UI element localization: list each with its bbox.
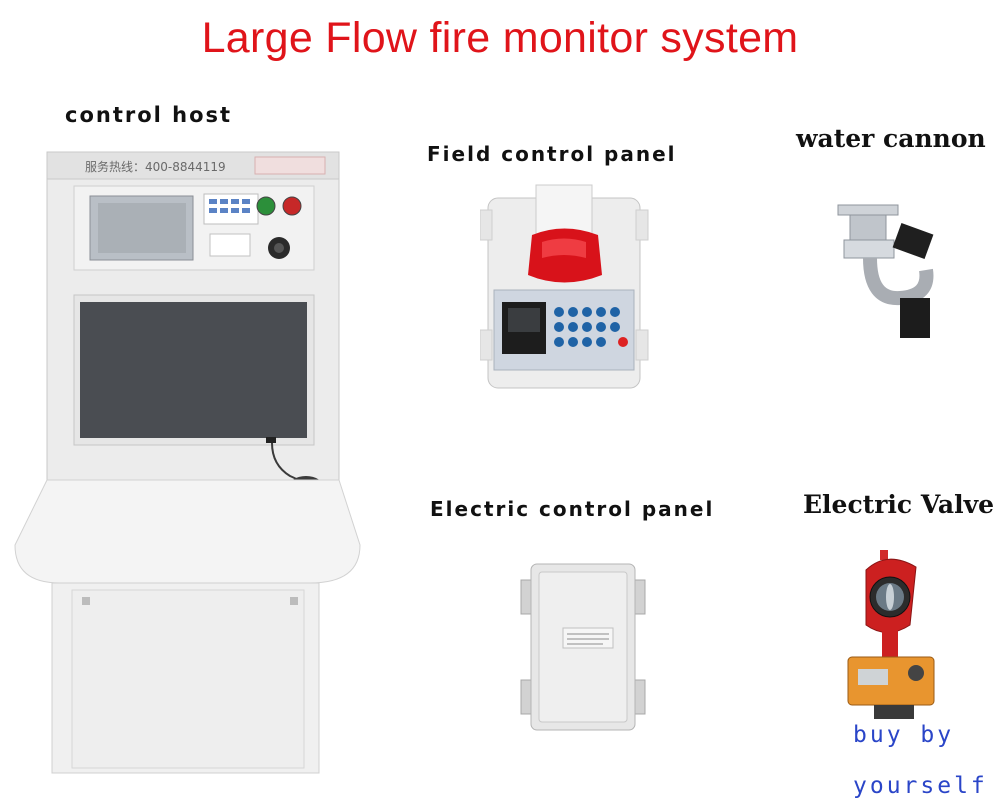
field-control-panel-illustration <box>480 184 649 389</box>
electric-control-panel-illustration <box>520 563 646 731</box>
note-yourself: yourself <box>853 773 988 799</box>
host-hotline-text: 服务热线：400-8844119 <box>85 159 226 174</box>
electric-valve-illustration <box>847 550 935 719</box>
page-title: Large Flow fire monitor system <box>201 14 799 62</box>
label-field-control-panel: Field control panel <box>427 142 677 166</box>
label-water-cannon: water cannon <box>796 124 986 153</box>
control-host-illustration: 服务热线：400-8844119 <box>14 151 361 774</box>
note-buy-by: buy by <box>853 722 955 748</box>
label-electric-control-panel: Electric control panel <box>430 497 715 521</box>
label-electric-valve: Electric Valve <box>803 490 995 519</box>
label-control-host: control host <box>65 103 233 127</box>
water-cannon-illustration <box>837 204 934 338</box>
